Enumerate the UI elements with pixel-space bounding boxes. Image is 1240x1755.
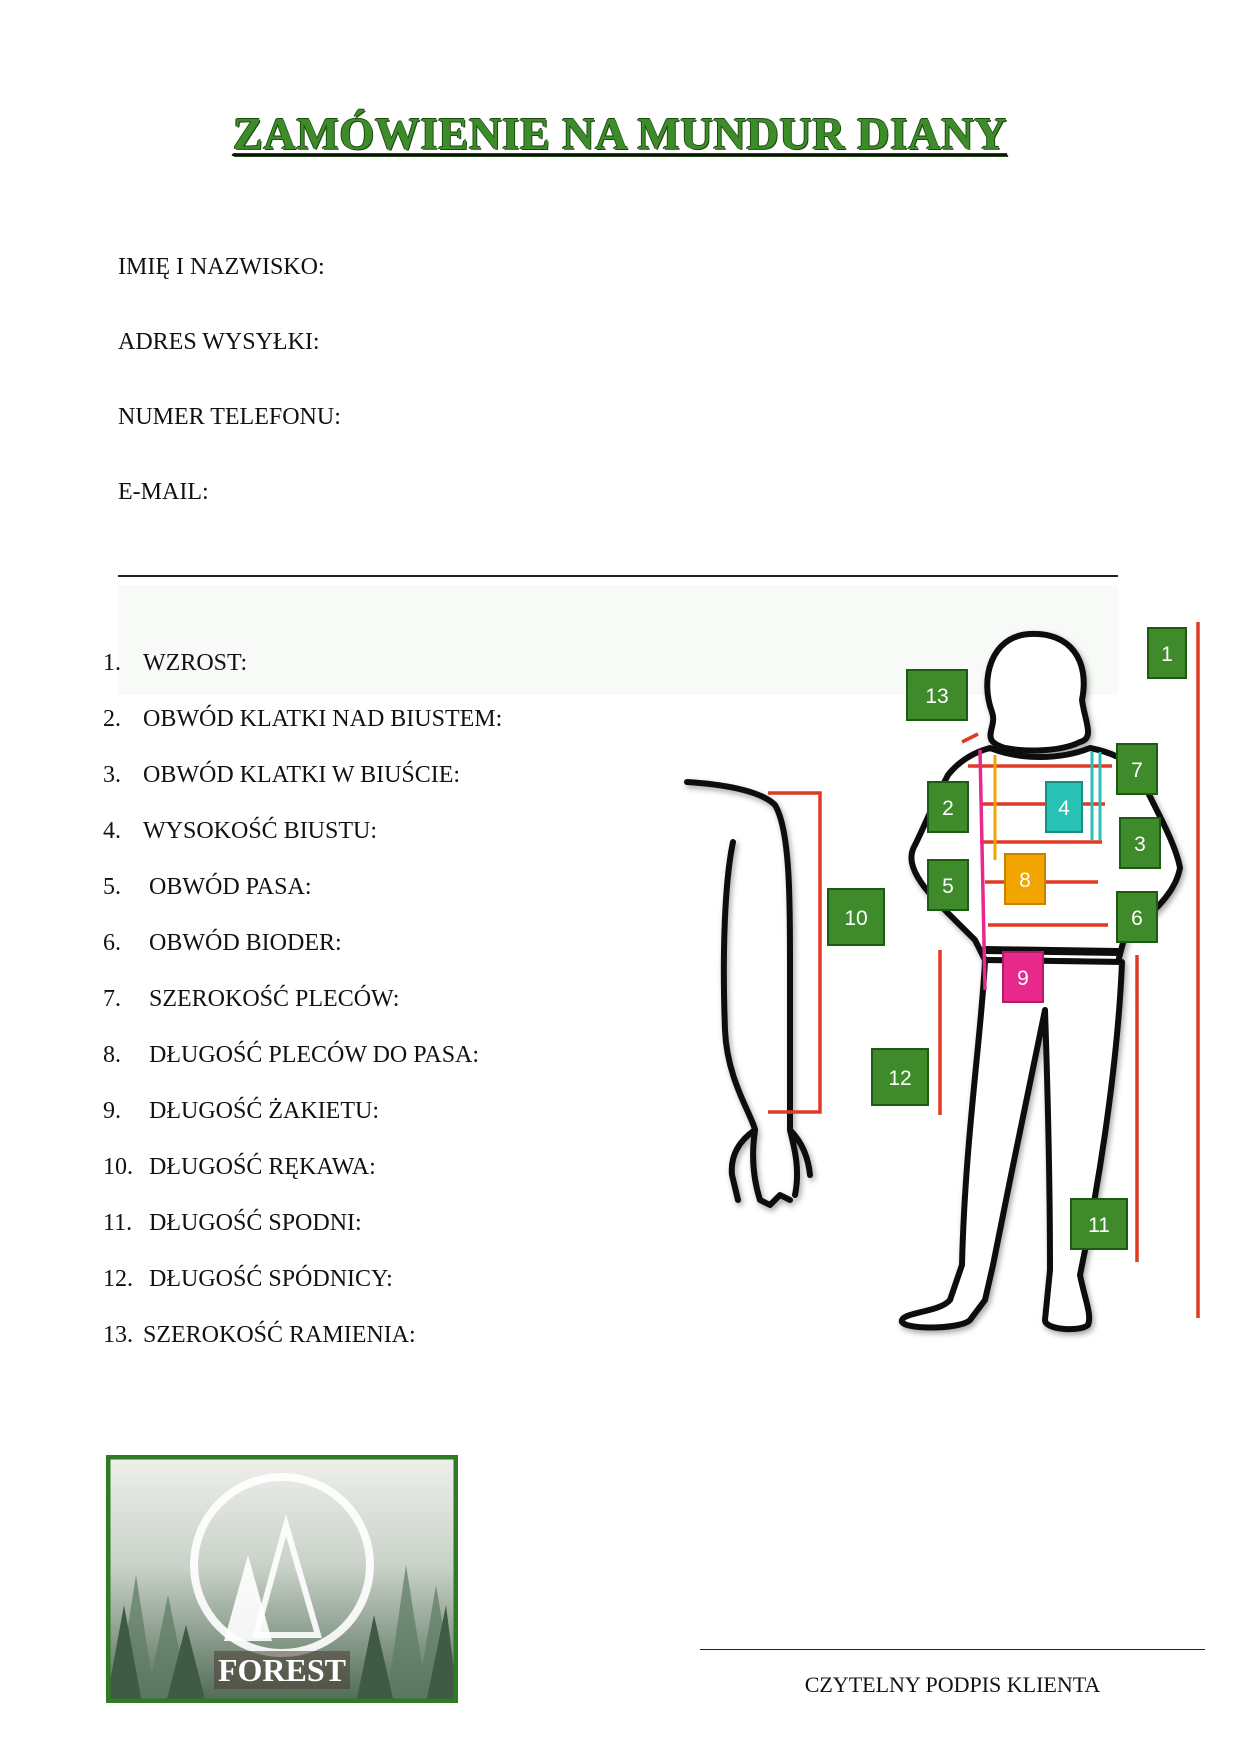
measure-lines (768, 622, 1200, 1318)
list-item: 6. OBWÓD BIODER: (103, 930, 342, 956)
page-title: ZAMÓWIENIE NA MUNDUR DIANY (232, 109, 1008, 159)
badge-7: 7 (1116, 743, 1158, 795)
svg-text:5: 5 (942, 875, 954, 898)
list-item: 7. SZEROKOŚĆ PLECÓW: (103, 986, 400, 1012)
signature-label: CZYTELNY PODPIS KLIENTA (804, 1672, 1101, 1697)
svg-text:8: 8 (1019, 869, 1031, 892)
list-item: 11. DŁUGOŚĆ SPODNI: (103, 1210, 362, 1236)
list-item: 5. OBWÓD PASA: (103, 874, 312, 900)
svg-text:2: 2 (942, 797, 954, 820)
badge-10: 10 (827, 888, 885, 946)
svg-text:1: 1 (1161, 643, 1173, 666)
svg-text:10: 10 (844, 907, 867, 930)
signature-line (700, 1649, 1205, 1650)
divider-line (118, 575, 1118, 577)
svg-text:9: 9 (1017, 967, 1029, 990)
badge-6: 6 (1116, 891, 1158, 943)
list-item: 9. DŁUGOŚĆ ŻAKIETU: (103, 1098, 379, 1124)
list-item: 3.OBWÓD KLATKI W BIUŚCIE: (103, 762, 461, 788)
list-item: 12. DŁUGOŚĆ SPÓDNICY: (103, 1266, 393, 1292)
list-item: 10. DŁUGOŚĆ RĘKAWA: (103, 1154, 376, 1180)
list-item: 2.OBWÓD KLATKI NAD BIUSTEM: (103, 706, 503, 732)
list-item: 13.SZEROKOŚĆ RAMIENIA: (103, 1322, 416, 1348)
svg-text:FOREST: FOREST (218, 1652, 346, 1688)
badge-2: 2 (927, 781, 969, 833)
svg-text:4: 4 (1058, 797, 1070, 820)
badge-8: 8 (1004, 853, 1046, 905)
measurement-list: 1.WZROST: 2.OBWÓD KLATKI NAD BIUSTEM: 3.… (103, 650, 502, 1378)
list-item: 4.WYSOKOŚĆ BIUSTU: (103, 818, 378, 844)
svg-text:7: 7 (1131, 759, 1143, 782)
svg-text:11: 11 (1088, 1214, 1110, 1237)
arm-outline (684, 779, 813, 1208)
badge-13: 13 (906, 669, 968, 721)
name-field-label: IMIĘ I NAZWISKO: (118, 254, 325, 280)
svg-text:13: 13 (925, 685, 948, 708)
svg-text:6: 6 (1131, 907, 1143, 930)
badge-9: 9 (1002, 951, 1044, 1003)
badge-3: 3 (1119, 817, 1161, 869)
address-field-label: ADRES WYSYŁKI: (118, 329, 320, 355)
badge-5: 5 (927, 859, 969, 911)
svg-text:12: 12 (888, 1067, 911, 1090)
badge-1: 1 (1147, 627, 1187, 679)
jacket-length-line (978, 749, 987, 991)
email-field-label: E-MAIL: (118, 479, 209, 505)
badge-11: 11 (1070, 1198, 1128, 1250)
list-item: 8. DŁUGOŚĆ PLECÓW DO PASA: (103, 1042, 480, 1068)
body-measurement-diagram: 1 13 7 2 4 3 5 8 6 10 9 12 11 (684, 622, 1200, 1333)
badge-4: 4 (1045, 781, 1083, 833)
list-item: 1.WZROST: (103, 650, 248, 676)
svg-text:3: 3 (1134, 833, 1146, 856)
badge-12: 12 (871, 1048, 929, 1106)
phone-field-label: NUMER TELEFONU: (118, 404, 341, 430)
forest-logo: FOREST (106, 1455, 458, 1703)
